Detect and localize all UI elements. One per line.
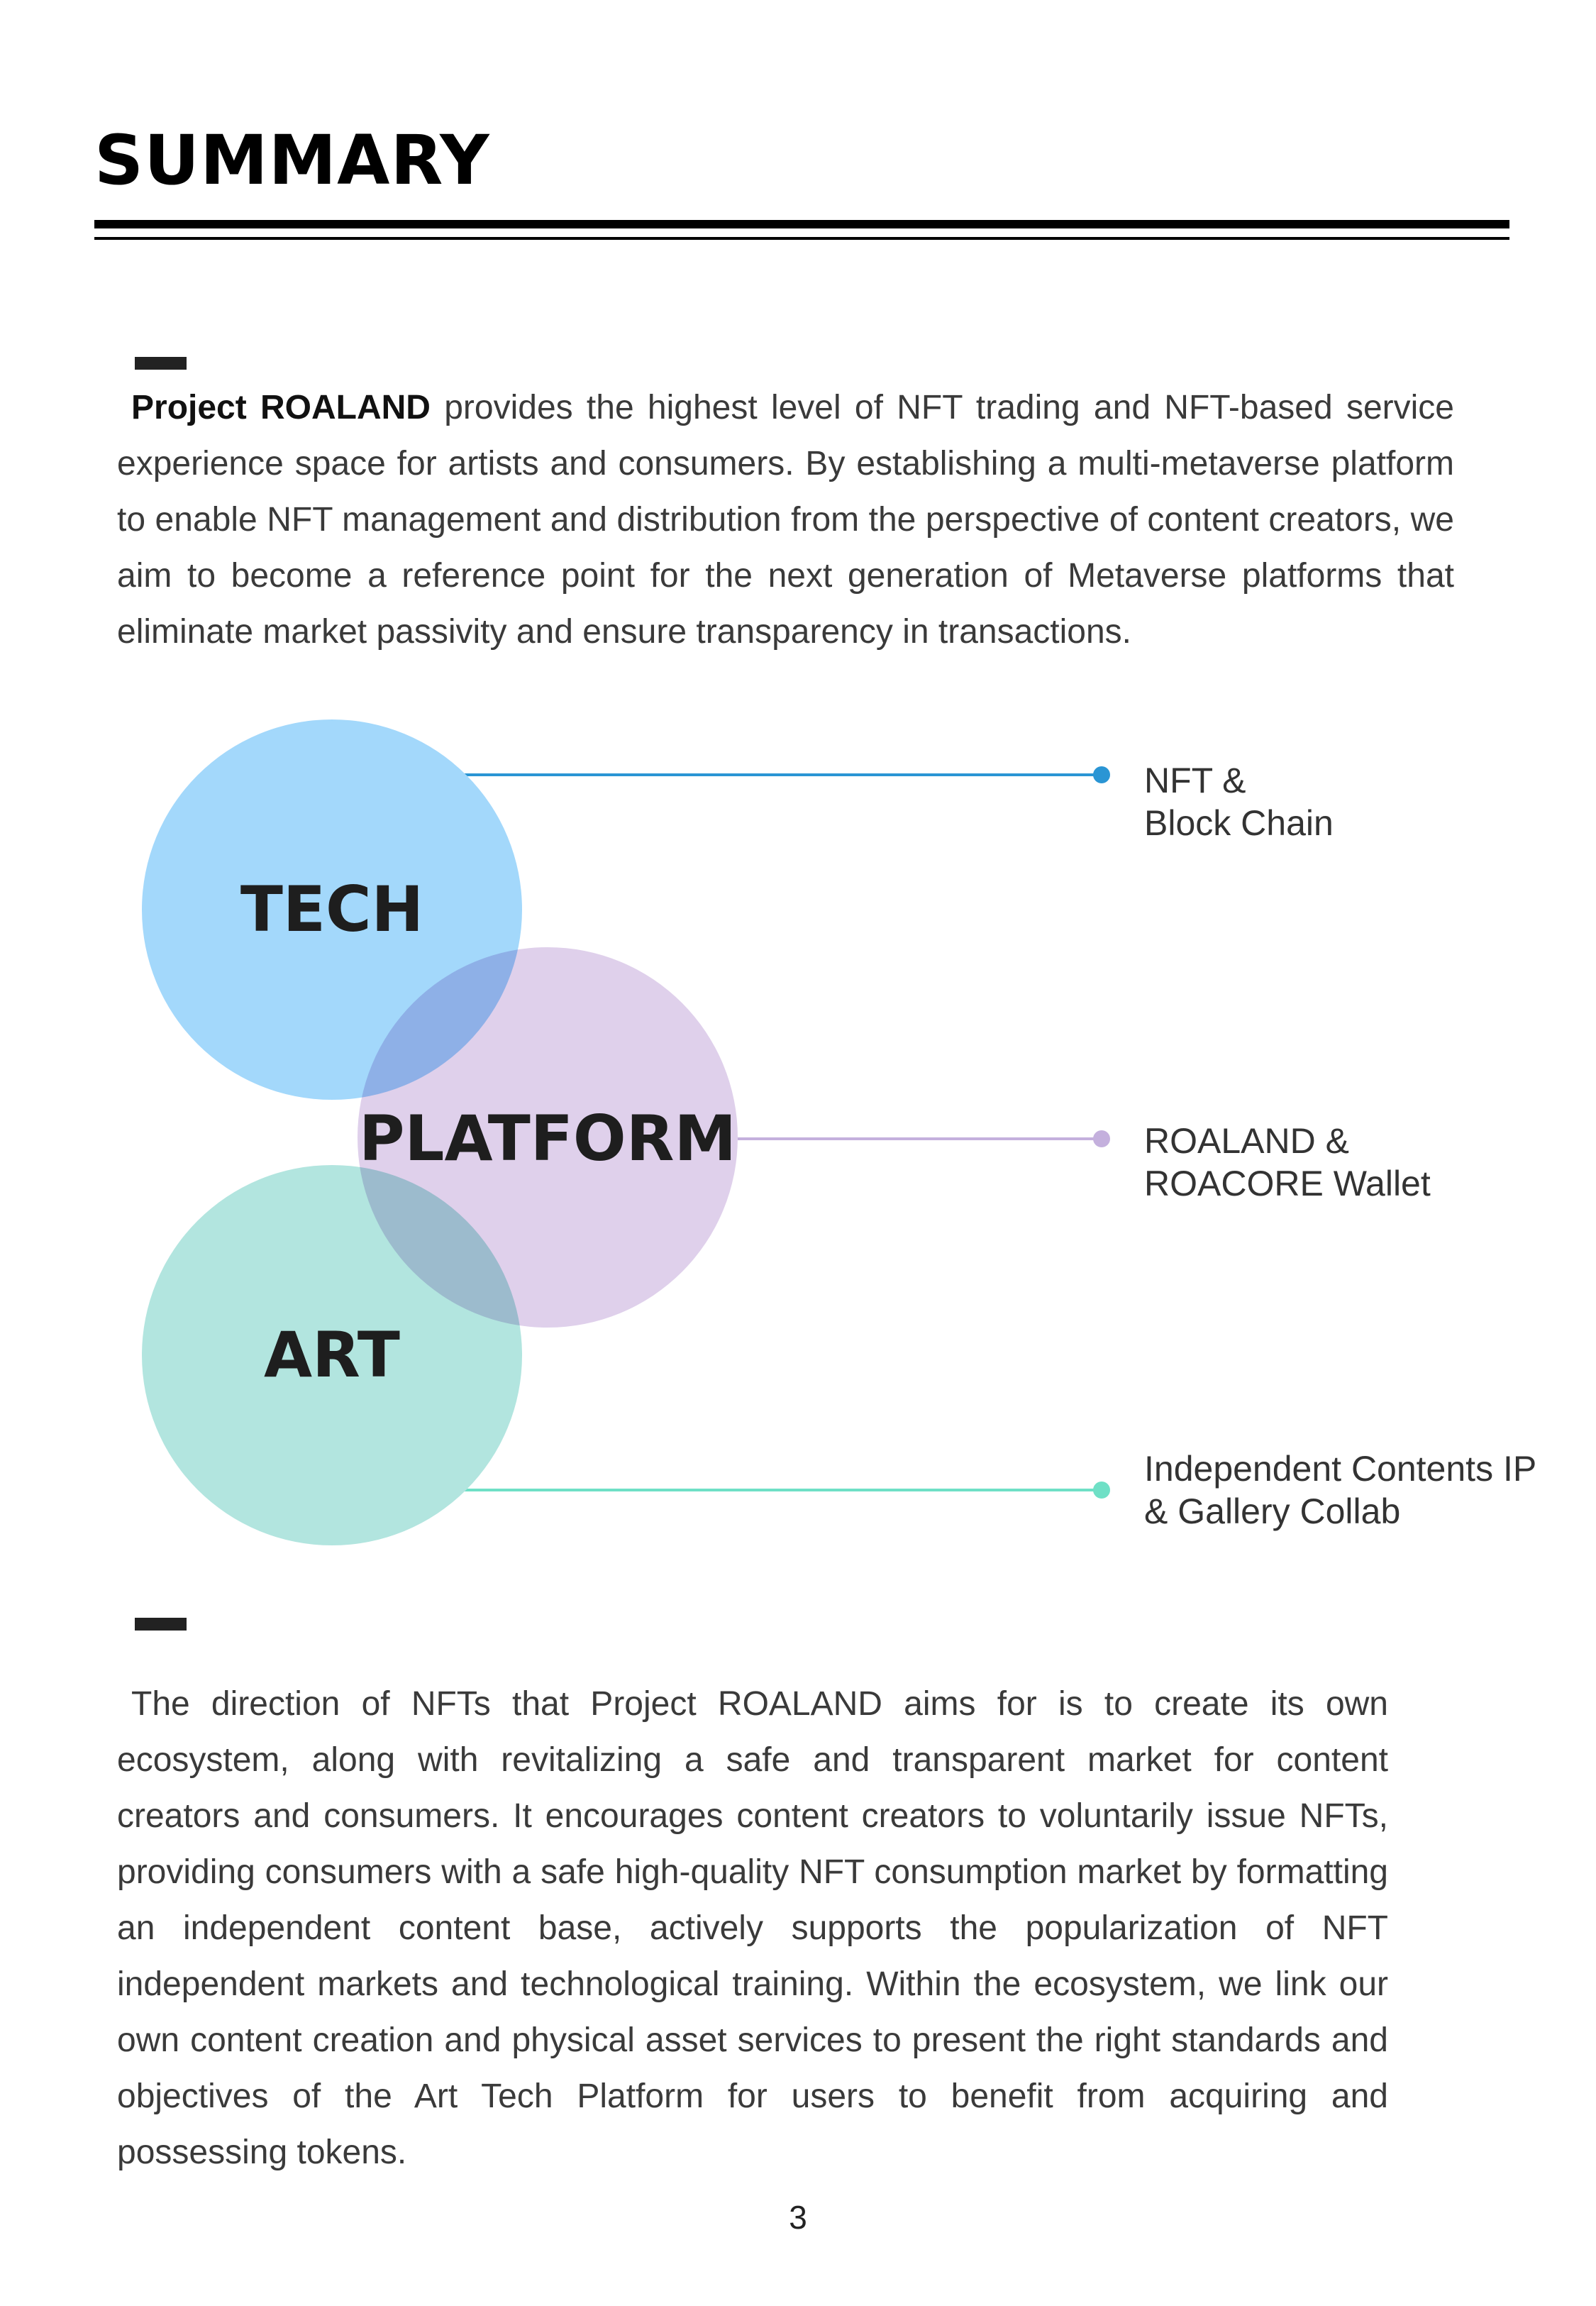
title-divider-thick [94,220,1509,228]
platform-label: PLATFORM [359,1102,736,1175]
tech-label: TECH [240,873,423,946]
platform-circle [358,947,738,1328]
direction-paragraph: The direction of NFTs that Project ROALA… [117,1685,1388,2171]
page-number: 3 [789,2199,807,2236]
platform-connector-dot [1093,1130,1110,1147]
art-callout: Independent Contents IP & Gallery Collab [1144,1447,1536,1533]
tech-callout-line1: NFT & [1144,761,1246,800]
platform-callout-line1: ROALAND & [1144,1121,1349,1161]
title-divider-thin [94,237,1509,240]
art-label: ART [264,1318,400,1391]
page-title: SUMMARY [94,121,490,200]
intro-paragraph: Project ROALAND provides the highest lev… [117,380,1454,660]
art-connector-dot [1093,1482,1110,1499]
tech-callout: NFT & Block Chain [1144,759,1334,844]
platform-callout: ROALAND & ROACORE Wallet [1144,1120,1431,1205]
venn-diagram: TECH PLATFORM ART [142,719,1110,1545]
art-callout-line2: & Gallery Collab [1144,1491,1401,1531]
tech-callout-line2: Block Chain [1144,803,1334,843]
art-callout-line1: Independent Contents IP [1144,1449,1537,1489]
tech-connector-dot [1093,766,1110,783]
section-marker [135,1618,187,1631]
platform-callout-line2: ROACORE Wallet [1144,1164,1431,1203]
section-marker [135,357,187,370]
intro-lead: Project ROALAND [131,389,431,426]
intro-text: provides the highest level of NFT tradin… [117,389,1454,651]
